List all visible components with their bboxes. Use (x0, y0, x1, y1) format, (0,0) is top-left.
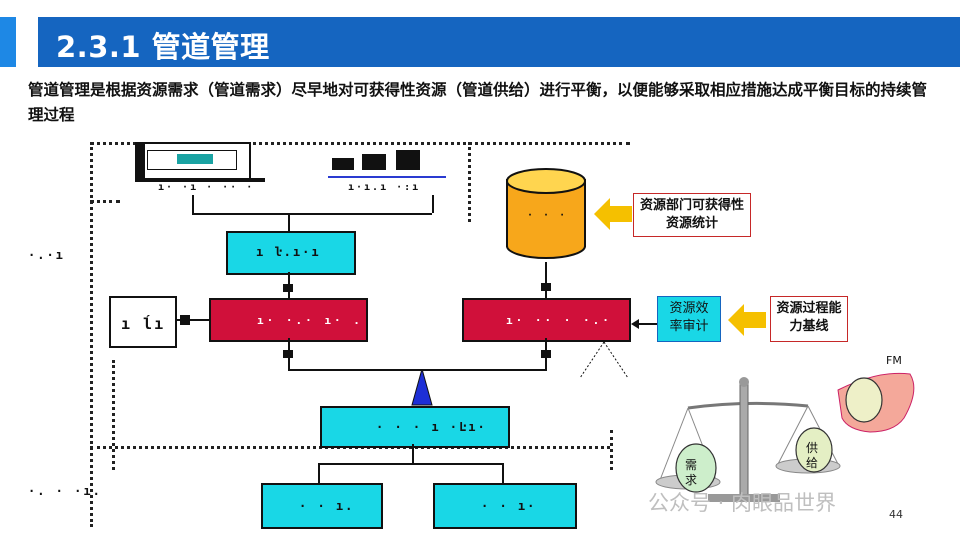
fm-label: FM (886, 354, 902, 367)
callout-capability-baseline: 资源过程能力基线 (770, 296, 848, 342)
connector-bottom-left (318, 463, 320, 483)
red-box-left-label: ı· ·.· ı· . (257, 314, 363, 327)
cyan-central-box: · · · ı ·Ŀı· (320, 406, 510, 448)
dotted-frame-left-inner (112, 360, 115, 470)
connector-center-down (412, 444, 414, 464)
connector-top-v1 (192, 195, 194, 213)
red-box-right-label: ı· ·· · ·.· (506, 314, 612, 327)
left-arrow-icon (594, 198, 632, 230)
small-input-box: ı ĺı (109, 296, 177, 348)
cyan-bottom-box-left: · · ı. (261, 483, 383, 529)
device-icon (330, 150, 445, 178)
cyan-center-label: · · · ı ·Ŀı· (376, 420, 487, 434)
dotted-frame-mid (468, 142, 471, 222)
connector-top-v2 (432, 195, 434, 213)
small-box-label: ı ĺı (121, 315, 165, 333)
callout-efficiency-audit: 资源效率审计 (657, 296, 721, 342)
resource-database-cylinder: · · · (505, 168, 587, 260)
junction-dot-3 (541, 283, 551, 291)
balance-fulcrum-icon (410, 369, 434, 407)
left-arrow-icon-2 (728, 304, 766, 336)
left-margin-label-2: ·. · ·ı. (28, 484, 102, 498)
connector-bottom-h (318, 463, 504, 465)
device-base (328, 176, 446, 178)
cylinder-label: · · · (527, 210, 567, 221)
top-right-label: ı·ı.ı ·:ı (348, 182, 420, 193)
red-process-box-right: ı· ·· · ·.· (462, 298, 631, 342)
computer-terminal-icon (135, 142, 251, 182)
red-process-box-left: ı· ·.· ı· . (209, 298, 368, 342)
scale-right-label: 供给 (806, 441, 822, 471)
cyan-bottom-box-right: · · ı· (433, 483, 577, 529)
connector-cylinder-red (545, 262, 547, 298)
cyan-bottom-right-label: · · ı· (481, 499, 536, 513)
connector-top-h (192, 213, 432, 215)
junction-dot-2 (180, 315, 190, 325)
scale-left-label: 需求 (685, 458, 703, 488)
connector-bottom-right (502, 463, 504, 483)
dotted-frame-left-short (90, 200, 120, 203)
page-number: 44 (889, 508, 903, 521)
pointer-triangle-icon (578, 340, 630, 380)
callout-resource-stats: 资源部门可获得性资源统计 (633, 193, 751, 237)
cyan-process-box-1: ı ŀ.ı·ı (226, 231, 356, 275)
connector-to-cyan (288, 213, 290, 231)
junction-dot-1 (283, 284, 293, 292)
top-left-label: ı· ·ı · ·· · (158, 182, 254, 193)
junction-dot-5 (541, 350, 551, 358)
dotted-frame-right (610, 430, 613, 470)
watermark-text: 公众号 · 肉眼品世界 (648, 487, 836, 517)
cyan-bottom-left-label: · · ı. (299, 499, 354, 513)
left-arrow-small-icon (631, 314, 657, 324)
cyan-box-1-label: ı ŀ.ı·ı (256, 245, 321, 259)
junction-dot-4 (283, 350, 293, 358)
left-margin-label-1: ·.·ı (28, 248, 65, 262)
